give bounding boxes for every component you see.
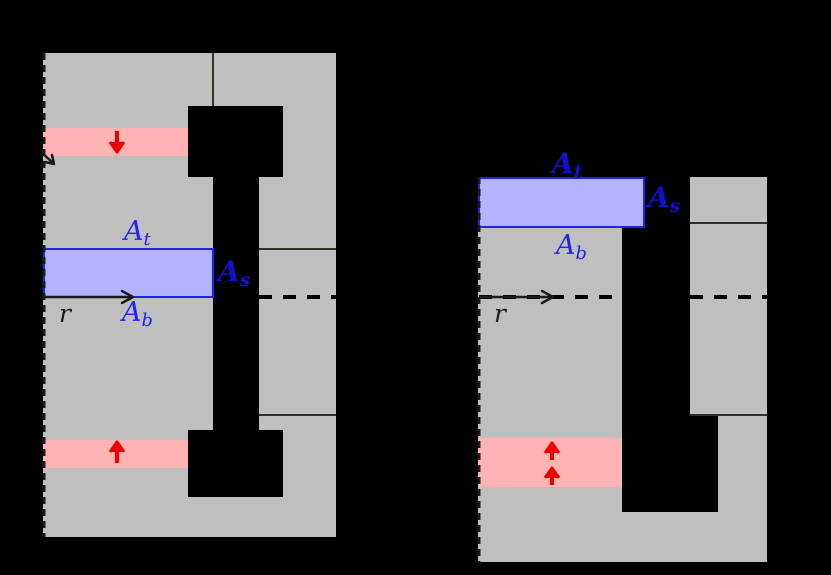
- left-lower-cavity-head: [188, 430, 283, 497]
- right-column-main: [690, 224, 767, 414]
- right-label-ab: Ab: [556, 230, 587, 264]
- left-upper-cavity-head: [188, 106, 283, 177]
- left-separator-upper-horizontal: [259, 248, 336, 250]
- right-cavity-foot: [622, 438, 718, 512]
- left-upper-cavity-stem: [213, 177, 259, 430]
- left-panel: At Ab As r: [0, 0, 415, 575]
- right-bottom-flow-band: [478, 438, 622, 487]
- right-column-upper: [690, 177, 767, 223]
- left-label-r: r: [59, 299, 71, 328]
- right-label-r: r: [494, 299, 506, 328]
- left-label-ab: Ab: [122, 297, 153, 331]
- left-separator-vertical: [212, 53, 214, 106]
- left-label-as: As: [218, 255, 251, 292]
- right-separator-upper-horizontal: [690, 222, 767, 224]
- left-shear-area-box: [43, 248, 214, 298]
- right-separator-lower-horizontal: [690, 414, 767, 416]
- left-separator-lower-horizontal: [259, 414, 336, 416]
- right-label-at: At: [552, 147, 583, 184]
- right-body-lower: [478, 512, 767, 562]
- right-shear-area-box: [478, 177, 645, 228]
- right-column-lower: [718, 416, 767, 512]
- left-label-at: At: [124, 216, 151, 250]
- left-body-middle-right: [259, 250, 336, 416]
- right-body-main: [478, 177, 622, 562]
- right-label-as: As: [648, 181, 681, 218]
